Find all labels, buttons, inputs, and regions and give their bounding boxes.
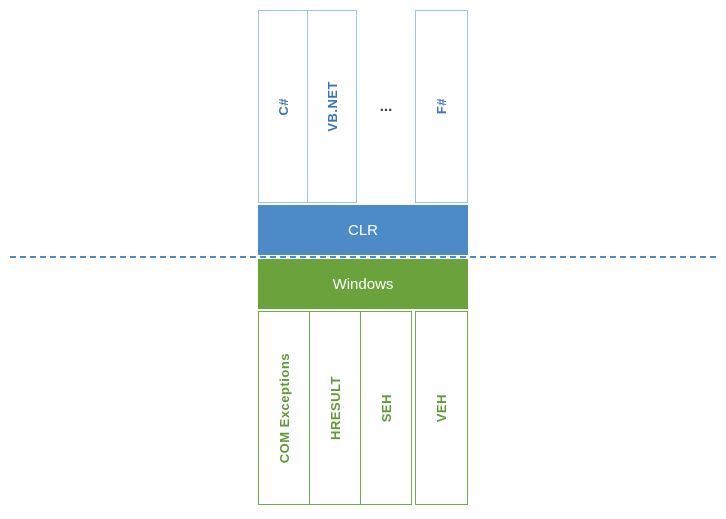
windows-label: Windows bbox=[332, 275, 394, 293]
language-label-fsharp: F# bbox=[434, 98, 449, 115]
language-label-vbnet: VB.NET bbox=[324, 81, 340, 132]
native-label-hresult: HRESULT bbox=[327, 376, 343, 440]
language-box-vbnet: VB.NET bbox=[307, 10, 357, 203]
native-box-seh: SEH bbox=[360, 311, 412, 505]
windows-bar: Windows bbox=[258, 259, 468, 309]
native-box-veh: VEH bbox=[415, 311, 468, 505]
language-box-fsharp: F# bbox=[415, 10, 468, 203]
language-box-csharp: C# bbox=[258, 10, 308, 203]
clr-bar: CLR bbox=[258, 205, 468, 255]
native-label-veh: VEH bbox=[434, 393, 449, 423]
native-label-com-exceptions: COM Exceptions bbox=[276, 352, 292, 464]
clr-label: CLR bbox=[347, 221, 378, 239]
managed-native-boundary-dashed-line bbox=[10, 256, 716, 258]
ellipsis-text: ... bbox=[379, 98, 393, 115]
native-box-com-exceptions: COM Exceptions bbox=[258, 311, 310, 505]
native-label-seh: SEH bbox=[378, 393, 394, 423]
native-box-hresult: HRESULT bbox=[309, 311, 361, 505]
language-label-csharp: C# bbox=[275, 97, 291, 116]
